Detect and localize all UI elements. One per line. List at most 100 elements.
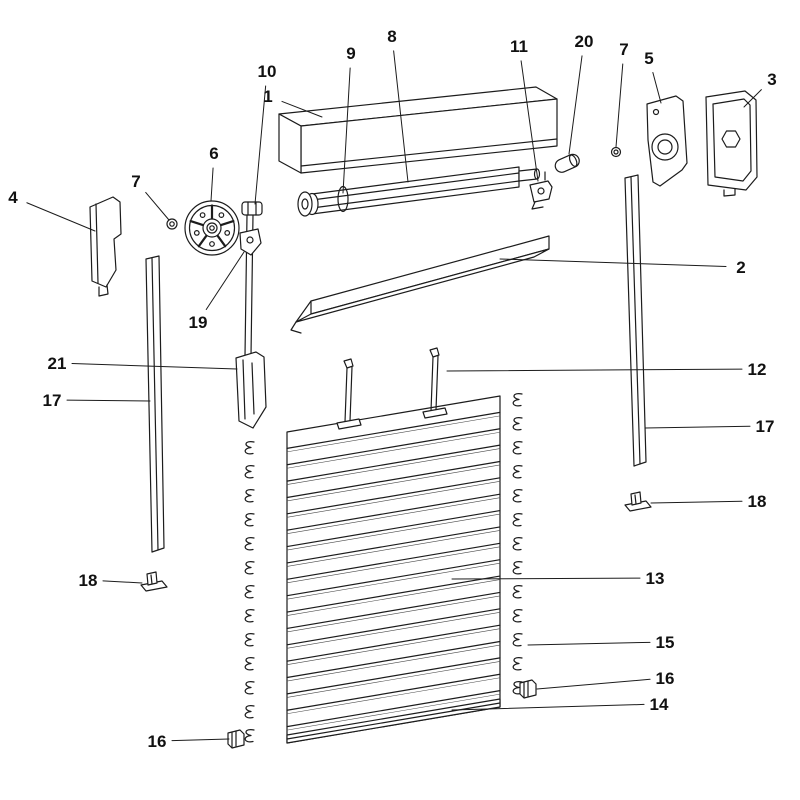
leader-line-17-guide-rail-right [644, 425, 751, 429]
slat-gap-line [286, 513, 501, 551]
hook-bracket [239, 228, 262, 256]
slat-line [286, 640, 501, 679]
curtain-slats [286, 411, 501, 731]
mount-clip-right [624, 491, 652, 512]
spring-clip [512, 393, 523, 407]
ring-grommet-left [166, 218, 178, 230]
spring-clip [512, 585, 523, 599]
tube-end-bracket [529, 171, 553, 210]
ring-grommet-right [610, 146, 622, 158]
leader-line-2-angle-profile [499, 258, 727, 268]
slat-line [286, 559, 501, 597]
part-label-3-end-bracket: 3 [767, 70, 776, 89]
spring-clip [244, 441, 255, 455]
hanger-strap-right [422, 347, 448, 419]
slat-line [286, 657, 501, 695]
slat-line [286, 542, 501, 580]
leader-line-11-tube-end-bracket [520, 60, 539, 182]
slat-line [286, 444, 501, 482]
slat-gap-line [286, 644, 501, 682]
leader-line-10-lifting-strap [254, 85, 267, 205]
slat-line [286, 526, 501, 564]
part-label-19-hook-bracket: 19 [189, 313, 208, 332]
slat-gap-line [286, 530, 501, 567]
leader-line-12-hanger-straps [446, 368, 743, 372]
left-cover [89, 196, 122, 297]
slat-line [286, 673, 501, 711]
part-label-5-side-plate: 5 [644, 49, 653, 68]
slat-line [286, 493, 501, 531]
slat-gap-line [286, 595, 501, 633]
slat-line [286, 624, 501, 662]
end-cap-right [519, 679, 537, 699]
slat-line [286, 575, 501, 613]
slat-line [286, 460, 501, 499]
slat-line [286, 411, 501, 449]
part-label-18-mount-clip-right: 18 [748, 492, 767, 511]
slat-line [286, 428, 501, 466]
spring-clip [512, 513, 523, 527]
leader-line-7-ring-grommet-left [145, 191, 170, 221]
spring-clip [512, 537, 523, 551]
strap-pulley [184, 200, 240, 256]
part-label-17-guide-rail-right: 17 [756, 417, 775, 436]
part-label-10-lifting-strap: 10 [258, 62, 277, 81]
slat-gap-line [286, 464, 501, 502]
spring-clip [244, 489, 255, 503]
leader-line-17-guide-rail-left [66, 399, 151, 402]
slat-gap-line [286, 562, 501, 600]
leader-line-8-roller-tube [393, 50, 409, 183]
part-label-21-strap-guide: 21 [48, 354, 67, 373]
slat-gap-line [286, 415, 501, 453]
part-label-2-angle-profile: 2 [736, 258, 745, 277]
part-label-6-strap-pulley: 6 [209, 144, 218, 163]
slat-gap-line [286, 579, 501, 616]
spring-clip [244, 585, 255, 599]
leader-line-19-hook-bracket [205, 251, 245, 310]
part-label-14-bottom-slat: 14 [650, 695, 669, 714]
leader-line-18-mount-clip-left [102, 580, 143, 584]
spring-clip [512, 441, 523, 455]
end-bracket [705, 90, 758, 197]
spring-clip [512, 465, 523, 479]
part-label-7-ring-grommet-left: 7 [131, 172, 140, 191]
spring-clip [512, 681, 523, 695]
hanger-strap-left [336, 358, 362, 430]
spring-clip [244, 657, 255, 671]
part-label-16-end-cap-left: 16 [148, 732, 167, 751]
spring-clip [244, 681, 255, 695]
leader-line-6-strap-pulley [210, 167, 214, 202]
side-plate [646, 95, 688, 187]
slat-line [286, 509, 501, 548]
strap-spool [241, 201, 263, 216]
top-cover [278, 86, 558, 174]
slat-gap-line [286, 661, 501, 698]
slat-gap-line [286, 546, 501, 584]
leader-line-21-strap-guide [71, 362, 238, 370]
slat-gap-line [286, 677, 501, 715]
part-label-15-spring-clips: 15 [656, 633, 675, 652]
spring-clip [244, 609, 255, 623]
slat-gap-line [286, 628, 501, 665]
spring-clip [244, 513, 255, 527]
part-label-7-ring-grommet-right: 7 [619, 40, 628, 59]
roller-tube [297, 166, 541, 217]
leader-line-9-crown-adapter [342, 67, 351, 194]
leader-line-3-end-bracket [743, 89, 762, 108]
spring-clip [512, 561, 523, 575]
leader-line-15-spring-clips [527, 641, 651, 646]
spring-clip [244, 537, 255, 551]
bottom-slat [286, 698, 501, 744]
leader-line-20-pin-capsule [568, 55, 583, 155]
part-label-8-roller-tube: 8 [387, 27, 396, 46]
slat-gap-line [286, 481, 501, 518]
part-label-17-guide-rail-left: 17 [43, 391, 62, 410]
slat-line [286, 477, 501, 515]
spring-clip [244, 561, 255, 575]
spring-clip [512, 489, 523, 503]
slat-line [286, 591, 501, 630]
slat-curtain [286, 395, 501, 744]
part-label-20-pin-capsule: 20 [575, 32, 594, 51]
